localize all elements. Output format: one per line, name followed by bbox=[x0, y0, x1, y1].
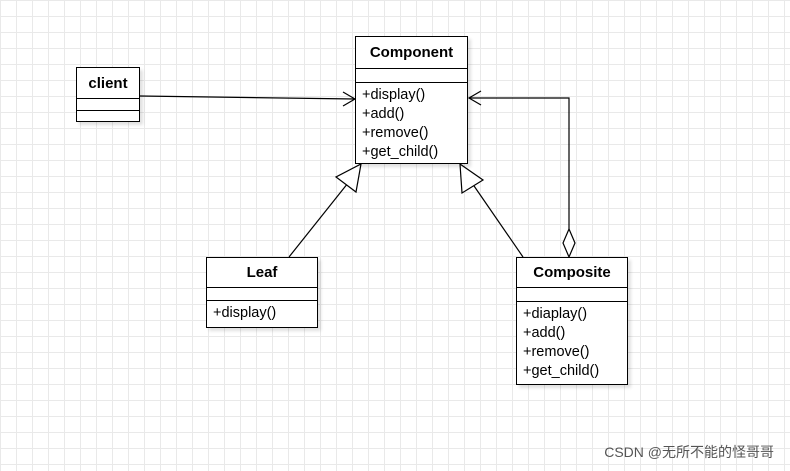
component-method: +remove() bbox=[362, 125, 429, 141]
composite-generalization-arrowhead bbox=[459, 162, 485, 195]
composite-attributes bbox=[517, 288, 627, 302]
leaf-methods: +display() bbox=[207, 301, 317, 323]
component-attributes bbox=[356, 69, 467, 83]
client-attributes bbox=[77, 99, 139, 111]
composite-method: +diaplay() bbox=[523, 306, 588, 322]
aggregation-line bbox=[469, 97, 570, 229]
watermark: CSDN @无所不能的怪哥哥 bbox=[604, 444, 774, 460]
composite-method: +add() bbox=[523, 325, 566, 341]
aggregation-diamond bbox=[562, 227, 576, 259]
component-method: +display() bbox=[362, 87, 426, 103]
composite-methods: +diaplay() +add() +remove() +get_child() bbox=[517, 302, 627, 381]
client-class-name: client bbox=[77, 68, 139, 99]
component-class-box[interactable]: Component +display() +add() +remove() +g… bbox=[355, 36, 468, 164]
composite-method: +remove() bbox=[523, 344, 590, 360]
aggregation-arrowhead bbox=[467, 90, 482, 106]
leaf-attributes bbox=[207, 288, 317, 301]
leaf-generalization-line bbox=[288, 182, 349, 258]
leaf-class-box[interactable]: Leaf +display() bbox=[206, 257, 318, 328]
leaf-method: +display() bbox=[213, 305, 277, 321]
component-methods: +display() +add() +remove() +get_child() bbox=[356, 83, 467, 162]
composite-class-name: Composite bbox=[517, 258, 627, 288]
composite-method: +get_child() bbox=[523, 363, 600, 379]
association-line bbox=[139, 95, 356, 100]
component-class-name: Component bbox=[356, 37, 467, 69]
composite-class-box[interactable]: Composite +diaplay() +add() +remove() +g… bbox=[516, 257, 628, 385]
client-class-box[interactable]: client bbox=[76, 67, 140, 122]
leaf-generalization-arrowhead bbox=[334, 162, 362, 194]
client-methods bbox=[77, 111, 139, 121]
component-method: +add() bbox=[362, 106, 405, 122]
leaf-class-name: Leaf bbox=[207, 258, 317, 288]
component-method: +get_child() bbox=[362, 144, 439, 160]
composite-generalization-line bbox=[471, 182, 524, 258]
